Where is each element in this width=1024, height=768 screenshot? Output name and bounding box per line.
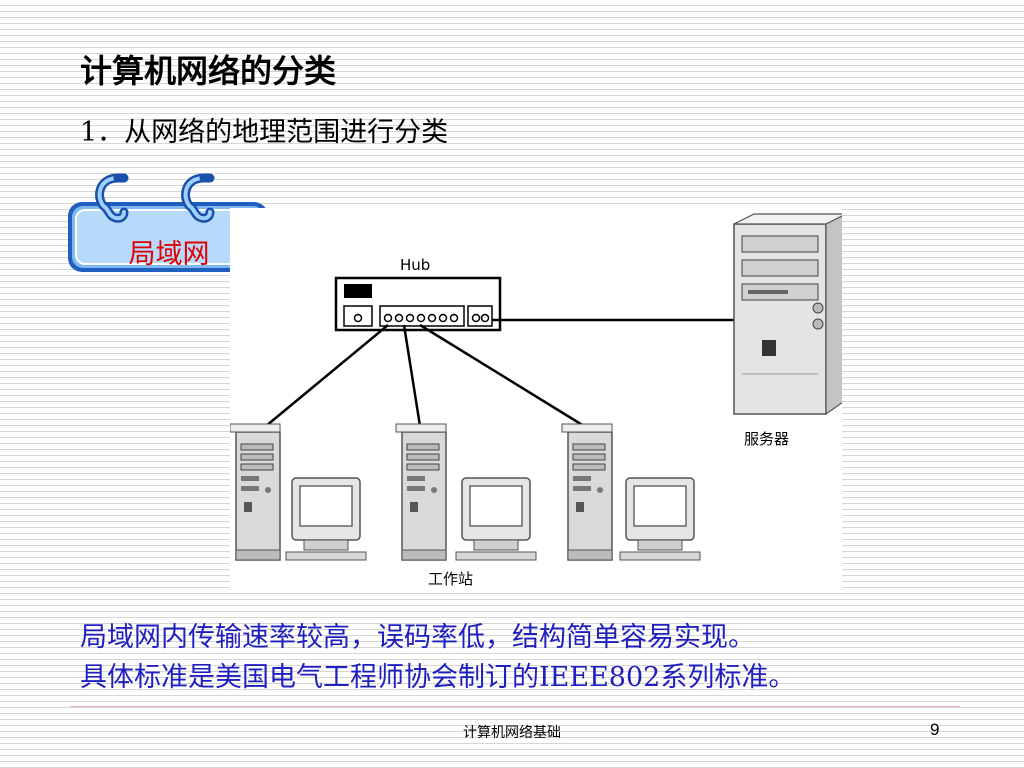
lan-topology-diagram: Hub 服务器 (230, 208, 842, 592)
hub-label: Hub (400, 256, 430, 274)
lan-badge: 局域网 (66, 164, 272, 276)
ring-clip-icon (95, 173, 215, 223)
page-number: 9 (930, 720, 940, 739)
footer-divider (70, 706, 960, 707)
description-line-1: 局域网内传输速率较高，误码率低，结构简单容易实现。 (80, 622, 755, 653)
hub-device (334, 276, 502, 332)
network-cables (265, 318, 742, 428)
slide-subtitle: 1．从网络的地理范围进行分类 (80, 117, 449, 148)
description-text: 局域网内传输速率较高，误码率低，结构简单容易实现。 具体标准是美国电气工程师协会… (80, 618, 980, 698)
workstation-label: 工作站 (428, 570, 473, 588)
footer-title: 计算机网络基础 (463, 725, 561, 741)
workstation-2 (395, 423, 537, 561)
description-line-2: 具体标准是美国电气工程师协会制订的IEEE802系列标准。 (80, 662, 796, 693)
server-icon (733, 213, 842, 416)
workstation-1 (230, 423, 367, 561)
workstation-3 (561, 423, 701, 561)
server-label: 服务器 (744, 430, 789, 448)
badge-label: 局域网 (128, 239, 210, 270)
slide-title: 计算机网络的分类 (80, 52, 337, 90)
